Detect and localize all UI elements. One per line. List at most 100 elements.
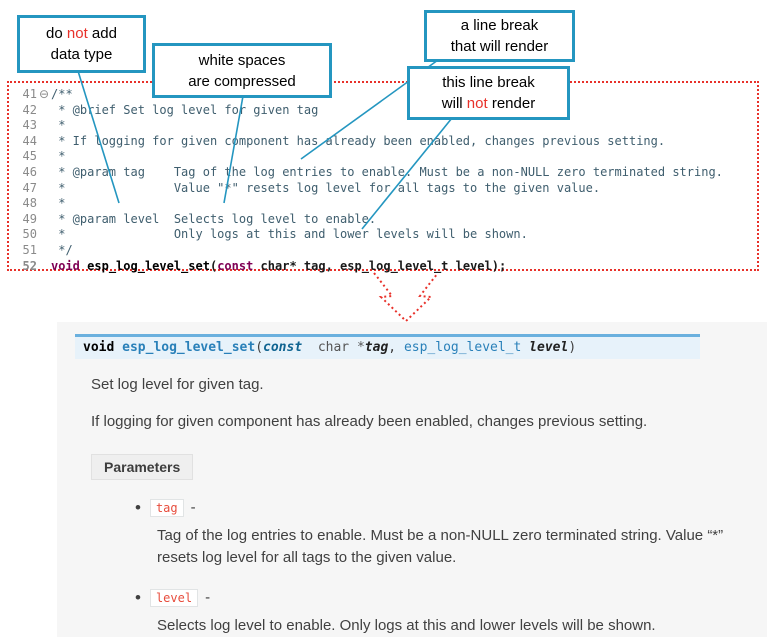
const-keyword: const [263,340,310,355]
code-line: 51 */ [13,243,757,259]
code-line: 44 * If logging for given component has … [13,134,757,150]
callout-line: will not render [410,93,567,114]
line-number: 48 [22,196,37,211]
parameters-heading: Parameters [91,453,194,480]
callout-text: render [487,95,536,112]
line-number: 47 [22,180,37,195]
function-name: esp_log_level_set [122,340,256,355]
callout-text-not: not [466,95,488,112]
brief-paragraph: Set log level for given tag. [91,376,264,393]
space [80,259,87,275]
line-number: 43 [22,118,37,133]
code-text: * Value "*" resets log level for all tag… [51,180,601,195]
fold-spacer [37,118,51,134]
param-item-tag: • tag - Tag of the log entries to enable… [135,498,767,570]
fold-spacer [37,227,51,243]
callout-text: do [46,25,67,42]
callout-whitespace: white spaces are compressed [152,43,332,98]
paren-close: ) [568,340,577,355]
code-editor: 41⊖/** 42 * @brief Set log level for giv… [7,81,759,273]
function-name: esp_log_level_set [87,258,210,273]
arg-level: level [529,340,569,355]
const-keyword: const [217,258,254,273]
type-link[interactable]: esp_log_level_t [403,340,530,355]
code-text: */ [51,242,73,257]
rendered-docs-panel: void esp_log_level_set(const char *tag, … [57,322,767,637]
line-number: 45 [22,149,37,164]
line-number: 50 [22,227,37,242]
callout-line: data type [50,46,113,63]
param-description: Tag of the log entries to enable. Must b… [157,526,724,567]
transform-arrow-icon [373,272,439,323]
param-head: • level - [135,588,767,608]
line-number: 41 [22,87,37,101]
dash: - [190,499,196,516]
code-line: 43 * [13,118,757,134]
code-line: 48 * [13,196,757,212]
callout-line: a line break [460,17,539,34]
code-text: * [51,118,66,133]
fold-spacer [37,165,51,181]
callout-line: are compressed [188,72,296,90]
return-type: void [83,340,123,355]
code-text: * @brief Set log level for given tag [51,102,319,117]
fold-spacer [37,134,51,150]
fold-marker-icon[interactable]: ⊖ [38,87,50,101]
callout-line: white spaces [198,51,286,69]
line-number: 42 [22,102,37,117]
param-name-literal: tag [149,498,184,517]
line-number: 49 [22,211,37,226]
comma: , [388,340,404,355]
line-number: 44 [22,133,37,148]
bullet-icon: • [135,587,141,607]
code-text: * [51,149,66,164]
callout-break-no-render: this line break will not render [407,66,570,120]
code-line: 49 * @param level Selects log level to e… [13,212,757,228]
callout-line: this line break [442,74,535,91]
callout-break-render: a line break that will render [424,10,575,62]
code-text: * Only logs at this and lower levels wil… [51,227,528,242]
fold-spacer [37,103,51,119]
paren: ( [209,258,218,273]
callout-text: will [441,95,467,112]
void-keyword: void [51,258,80,273]
code-line: 50 * Only logs at this and lower levels … [13,227,757,243]
code-line: 47 * Value "*" resets log level for all … [13,181,757,197]
line-number: 46 [22,164,37,179]
param-description: Selects log level to enable. Only logs a… [157,616,656,634]
fold-spacer [37,196,51,212]
function-declaration-line: 52 void esp_log_level_set(const char* tag… [13,259,757,275]
arg-tag: tag [364,340,389,355]
callout-no-datatype: do not add data type [17,15,146,73]
fold-spacer [37,243,51,259]
param-head: • tag - [135,498,767,518]
callout-line: do not add [20,23,143,44]
declaration-rest: char* tag, esp_log_level_t level); [253,258,507,273]
param-name-literal: level [149,588,199,607]
callout-text-not: not [66,25,88,42]
doc-body: Set log level for given tag. If logging … [91,374,767,637]
dash: - [205,589,211,606]
code-text: /** [51,87,73,101]
code-text: * @param level Selects log level to enab… [51,211,377,226]
fold-spacer [37,259,51,275]
code-line: 45 * [13,149,757,165]
callout-text: add [87,25,117,42]
code-text: * If logging for given component has alr… [51,133,666,148]
code-line: 46 * @param tag Tag of the log entries t… [13,165,757,181]
code-line: 41⊖/** [13,87,757,103]
fold-spacer [37,212,51,228]
callout-line: that will render [450,38,549,55]
fold-spacer [37,149,51,165]
detail-paragraph: If logging for given component has alrea… [91,412,648,430]
fold-spacer [37,181,51,197]
line-number: 52 [22,258,37,273]
line-number: 51 [22,242,37,257]
code-text: * [51,196,66,211]
code-text: * @param tag Tag of the log entries to e… [51,164,723,179]
char-type: char * [310,340,365,355]
param-item-level: • level - Selects log level to enable. O… [135,588,767,637]
paren: ( [255,340,264,355]
function-signature: void esp_log_level_set(const char *tag, … [75,334,700,359]
